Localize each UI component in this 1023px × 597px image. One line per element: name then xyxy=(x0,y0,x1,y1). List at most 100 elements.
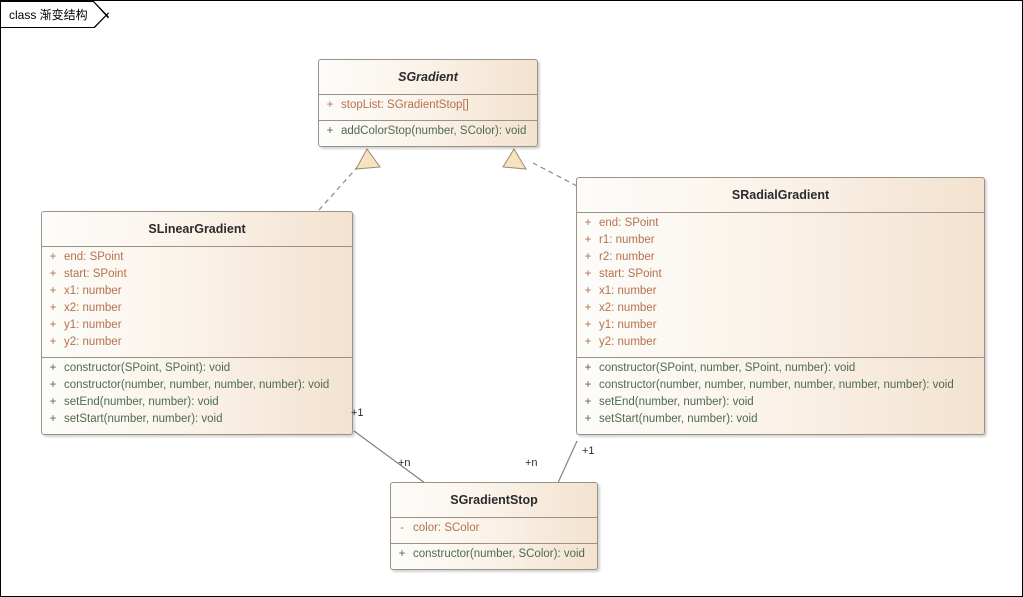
multiplicity-linear-target: +n xyxy=(398,457,411,469)
diagram-title-label: class 渐变结构 xyxy=(9,8,88,22)
visibility-marker: + xyxy=(49,251,57,263)
attribute-row[interactable]: + x1: number xyxy=(42,285,352,302)
attribute-row[interactable]: + x1: number xyxy=(577,285,984,302)
attribute-label: y1: number xyxy=(64,319,122,331)
visibility-marker: + xyxy=(584,319,592,331)
attribute-label: x1: number xyxy=(64,285,122,297)
attribute-label: x2: number xyxy=(64,302,122,314)
operation-row[interactable]: + constructor(number, number, number, nu… xyxy=(42,379,352,396)
attribute-row[interactable]: + y2: number xyxy=(577,336,984,353)
class-box-sgradient[interactable]: SGradient + stopList: SGradientStop[] + … xyxy=(318,59,538,147)
attribute-label: stopList: SGradientStop[] xyxy=(341,99,469,111)
operations-compartment-sgradientstop: + constructor(number, SColor): void xyxy=(391,544,597,569)
visibility-marker: + xyxy=(584,396,592,408)
attribute-row[interactable]: + start: SPoint xyxy=(577,268,984,285)
operation-label: addColorStop(number, SColor): void xyxy=(341,125,527,137)
visibility-marker: + xyxy=(584,379,592,391)
attributes-compartment-sgradient: + stopList: SGradientStop[] xyxy=(319,95,537,120)
class-box-sgradientstop[interactable]: SGradientStop - color: SColor + construc… xyxy=(390,482,598,570)
operation-label: constructor(number, number, number, numb… xyxy=(599,379,954,391)
operation-label: constructor(SPoint, number, SPoint, numb… xyxy=(599,362,856,374)
visibility-marker: + xyxy=(584,268,592,280)
compartment-divider xyxy=(391,543,597,544)
attribute-label: r1: number xyxy=(599,234,655,246)
attribute-row[interactable]: + end: SPoint xyxy=(42,251,352,268)
attribute-row[interactable]: + x2: number xyxy=(42,302,352,319)
attribute-row[interactable]: - color: SColor xyxy=(391,522,597,539)
visibility-marker: + xyxy=(584,217,592,229)
operation-row[interactable]: + constructor(SPoint, number, SPoint, nu… xyxy=(577,362,984,379)
visibility-marker: + xyxy=(49,302,57,314)
visibility-marker: + xyxy=(49,396,57,408)
multiplicity-linear-source: +1 xyxy=(351,407,364,419)
attribute-label: r2: number xyxy=(599,251,655,263)
operation-label: setStart(number, number): void xyxy=(599,413,758,425)
visibility-marker: + xyxy=(398,548,406,560)
class-title-slineargradient: SLinearGradient xyxy=(148,222,246,236)
operation-row[interactable]: + setStart(number, number): void xyxy=(577,413,984,430)
title-tab-shape xyxy=(1,1,109,28)
operations-compartment-sradialgradient: + constructor(SPoint, number, SPoint, nu… xyxy=(577,358,984,434)
class-box-sradialgradient[interactable]: SRadialGradient + end: SPoint + r1: numb… xyxy=(576,177,985,435)
association-radial-to-stop xyxy=(556,440,578,486)
visibility-marker: + xyxy=(584,302,592,314)
class-title-sradialgradient: SRadialGradient xyxy=(731,188,830,202)
attribute-label: end: SPoint xyxy=(64,251,124,263)
attribute-row[interactable]: + y2: number xyxy=(42,336,352,353)
visibility-marker: + xyxy=(49,379,57,391)
attribute-row[interactable]: + start: SPoint xyxy=(42,268,352,285)
multiplicity-radial-source: +1 xyxy=(582,445,595,457)
operation-label: constructor(number, SColor): void xyxy=(413,548,585,560)
compartment-divider xyxy=(42,357,352,358)
multiplicity-radial-target: +n xyxy=(525,457,538,469)
visibility-marker: + xyxy=(49,336,57,348)
operation-row[interactable]: + setStart(number, number): void xyxy=(42,413,352,430)
attribute-row[interactable]: + y1: number xyxy=(577,319,984,336)
attributes-compartment-sgradientstop: - color: SColor xyxy=(391,518,597,543)
attribute-row[interactable]: + x2: number xyxy=(577,302,984,319)
visibility-marker: + xyxy=(49,268,57,280)
operations-compartment-slineargradient: + constructor(SPoint, SPoint): void + co… xyxy=(42,358,352,434)
attribute-row[interactable]: + stopList: SGradientStop[] xyxy=(319,99,537,116)
attribute-label: x2: number xyxy=(599,302,657,314)
operation-row[interactable]: + setEnd(number, number): void xyxy=(577,396,984,413)
visibility-marker: + xyxy=(326,125,334,137)
visibility-marker: + xyxy=(584,234,592,246)
attributes-compartment-slineargradient: + end: SPoint + start: SPoint + x1: numb… xyxy=(42,247,352,357)
attributes-compartment-sradialgradient: + end: SPoint + r1: number + r2: number … xyxy=(577,213,984,357)
compartment-divider xyxy=(42,246,352,247)
operation-row[interactable]: + constructor(SPoint, SPoint): void xyxy=(42,362,352,379)
visibility-marker: + xyxy=(584,336,592,348)
visibility-marker: + xyxy=(584,362,592,374)
attribute-row[interactable]: + end: SPoint xyxy=(577,217,984,234)
operations-compartment-sgradient: + addColorStop(number, SColor): void xyxy=(319,121,537,146)
realization-radial-to-gradient xyxy=(502,148,578,187)
compartment-divider xyxy=(319,94,537,95)
attribute-row[interactable]: + y1: number xyxy=(42,319,352,336)
compartment-divider xyxy=(319,120,537,121)
attribute-label: y2: number xyxy=(64,336,122,348)
operation-row[interactable]: + setEnd(number, number): void xyxy=(42,396,352,413)
operation-label: setStart(number, number): void xyxy=(64,413,223,425)
operation-row[interactable]: + constructor(number, SColor): void xyxy=(391,548,597,565)
visibility-marker: + xyxy=(49,285,57,297)
class-title-sgradientstop: SGradientStop xyxy=(450,493,538,507)
operation-row[interactable]: + constructor(number, number, number, nu… xyxy=(577,379,984,396)
visibility-marker: + xyxy=(584,413,592,425)
visibility-marker: + xyxy=(49,362,57,374)
diagram-title-tab[interactable]: class 渐变结构 xyxy=(1,1,109,29)
operation-label: constructor(number, number, number, numb… xyxy=(64,379,330,391)
attribute-label: y2: number xyxy=(599,336,657,348)
compartment-divider xyxy=(577,357,984,358)
operation-label: setEnd(number, number): void xyxy=(599,396,754,408)
operation-row[interactable]: + addColorStop(number, SColor): void xyxy=(319,125,537,142)
visibility-marker: + xyxy=(584,251,592,263)
attribute-label: end: SPoint xyxy=(599,217,659,229)
attribute-row[interactable]: + r1: number xyxy=(577,234,984,251)
association-linear-to-stop xyxy=(353,430,430,487)
compartment-divider xyxy=(577,212,984,213)
visibility-marker: + xyxy=(584,285,592,297)
attribute-row[interactable]: + r2: number xyxy=(577,251,984,268)
class-box-slineargradient[interactable]: SLinearGradient + end: SPoint + start: S… xyxy=(41,211,353,435)
